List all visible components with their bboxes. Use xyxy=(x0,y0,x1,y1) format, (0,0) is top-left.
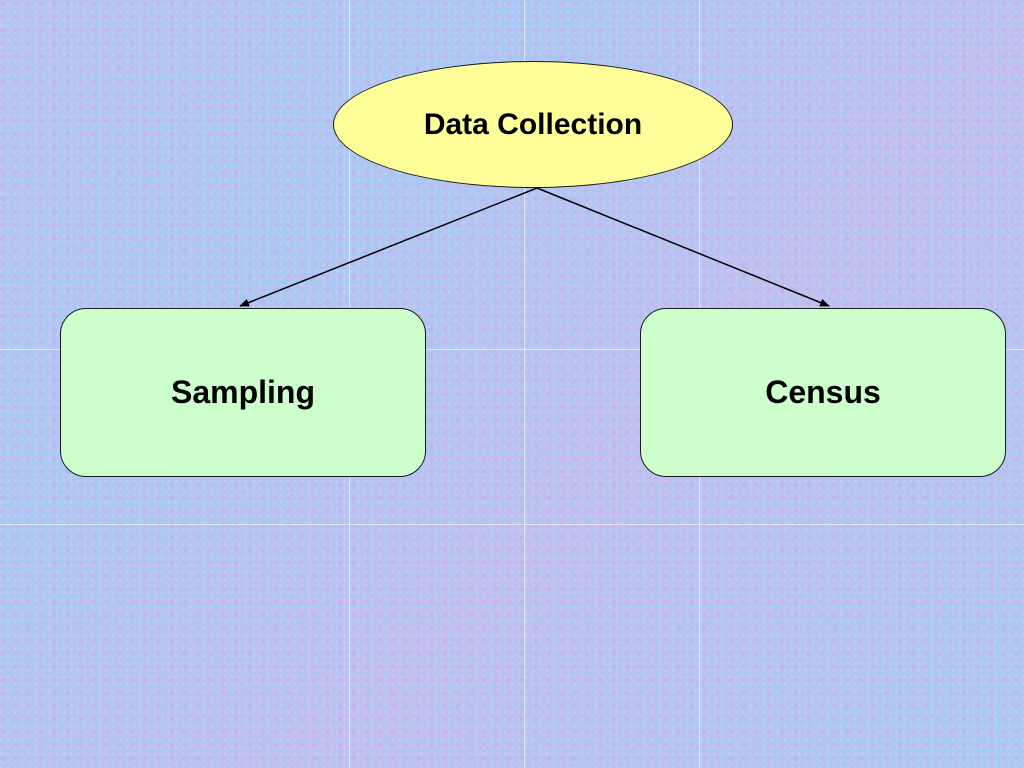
node-sampling-label: Sampling xyxy=(170,374,315,410)
node-census-label: Census xyxy=(765,374,881,410)
edge-to-census xyxy=(536,187,830,307)
node-sampling: Sampling xyxy=(60,308,426,477)
node-census: Census xyxy=(640,308,1006,477)
node-data-collection: Data Collection xyxy=(333,61,733,188)
edge-to-sampling xyxy=(239,187,538,307)
node-data-collection-label: Data Collection xyxy=(423,107,643,141)
